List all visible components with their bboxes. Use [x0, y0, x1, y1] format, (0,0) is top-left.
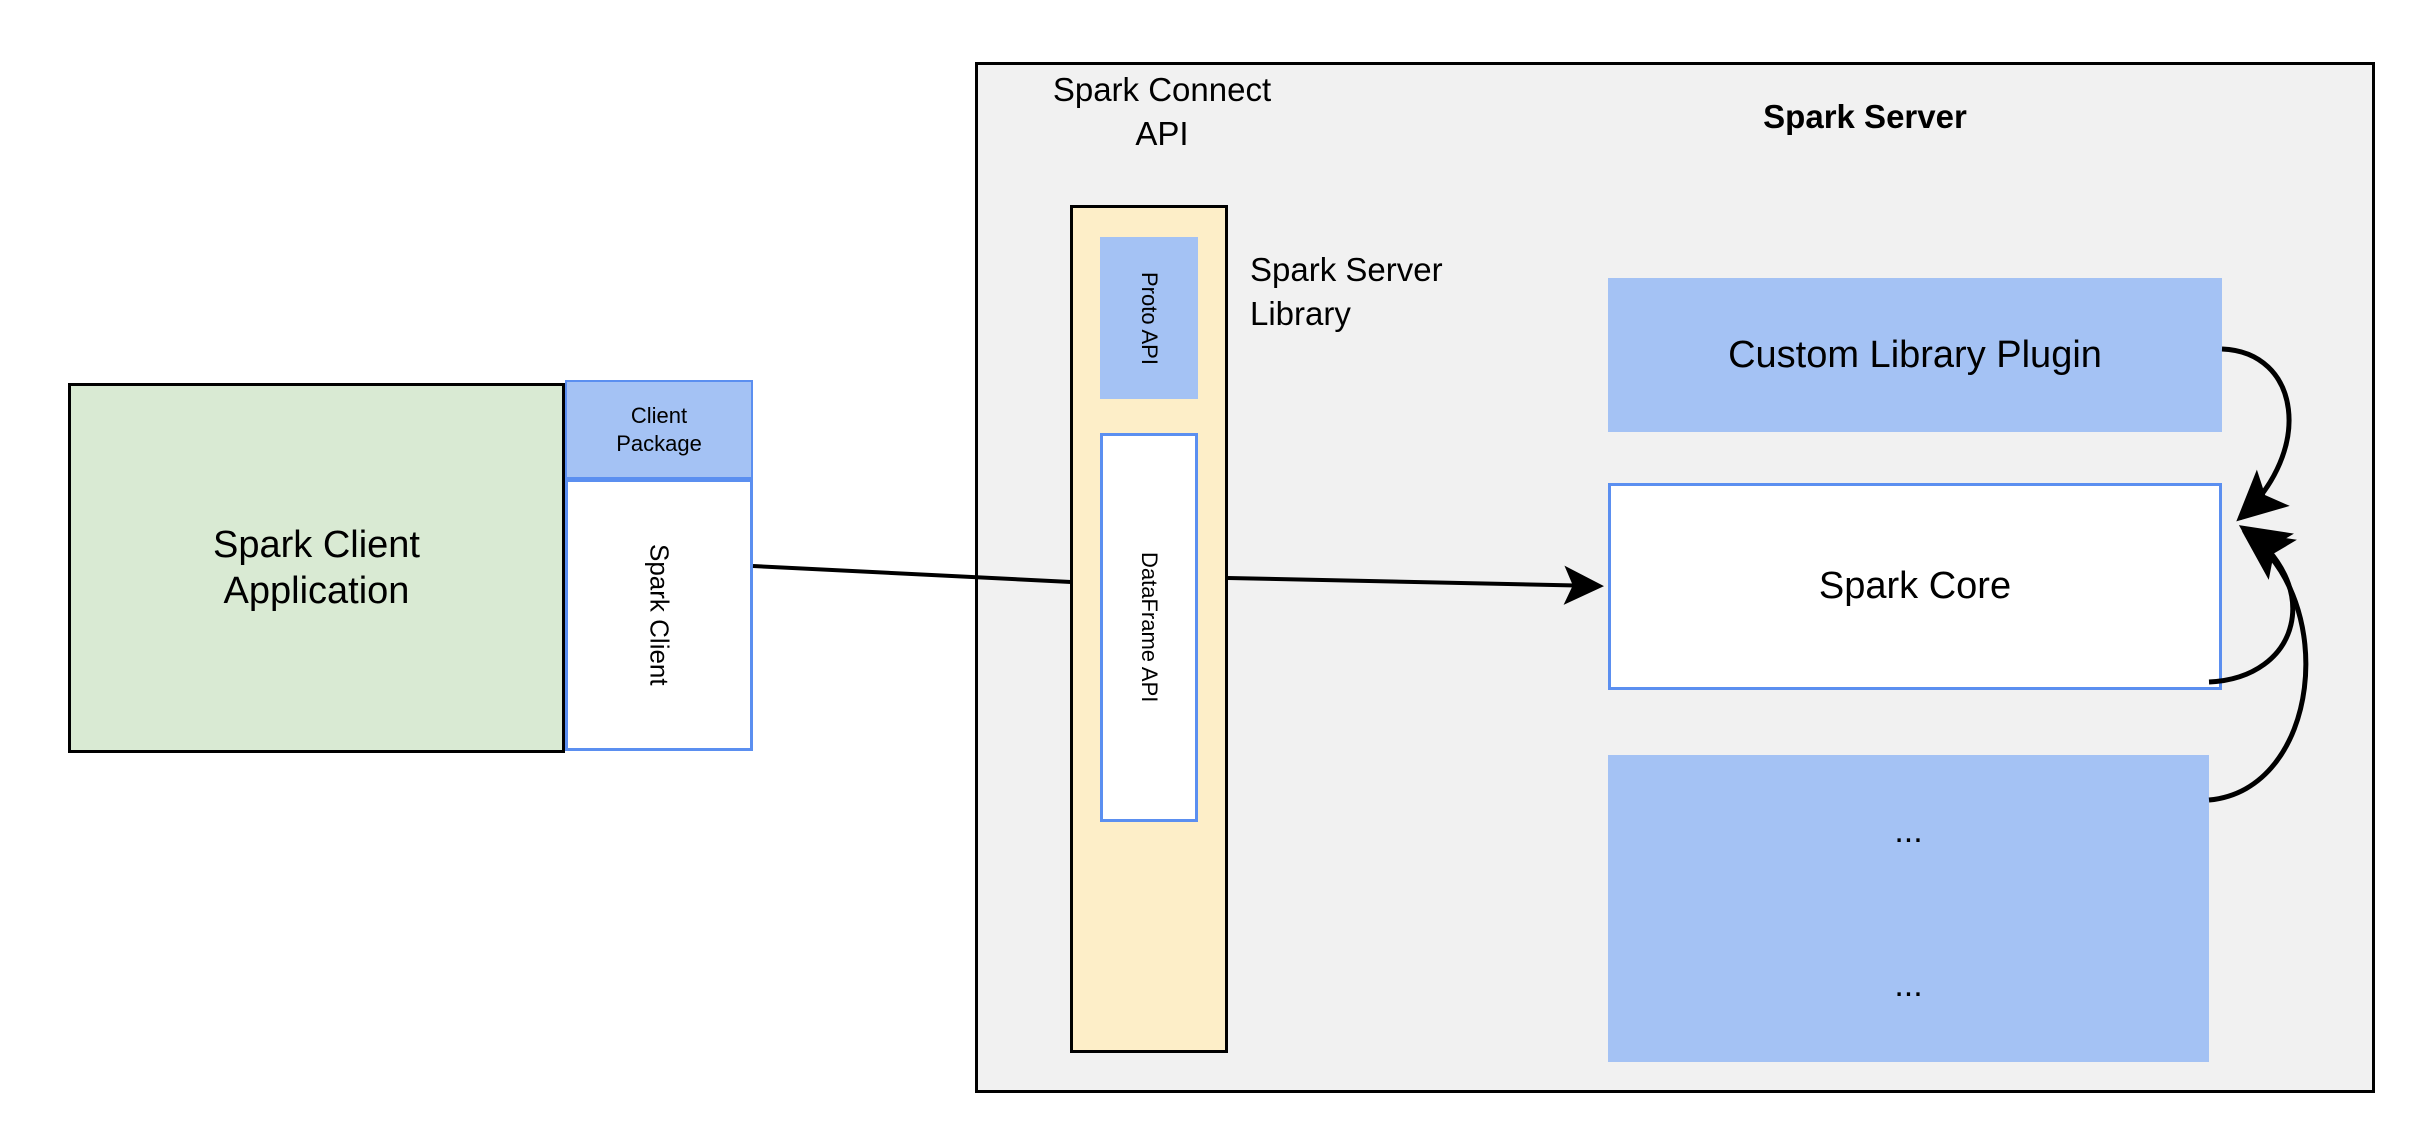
spark-server-title: Spark Server	[1763, 98, 1967, 135]
custom-library-plugin-label: Custom Library Plugin	[1728, 333, 2102, 376]
spark-server-library-label-line2: Library	[1250, 294, 1351, 332]
spark-connect-api-label: Spark Connect API	[1012, 68, 1312, 155]
dataframe-api-label: DataFrame API	[1137, 552, 1162, 703]
spark-client-application-label-line1: Spark Client	[213, 523, 420, 566]
client-package-label-line2: Package	[616, 430, 702, 456]
ellipsis-box-1-label: ...	[1894, 812, 1923, 850]
spark-core-box: Spark Core	[1608, 483, 2222, 690]
spark-client-box: Spark Client	[565, 479, 753, 751]
spark-server-library-label: Spark Server Library	[1250, 248, 1550, 335]
spark-client-application-box: Spark Client Application	[68, 383, 565, 753]
client-package-label-line1: Client	[630, 403, 688, 428]
ellipsis-box-1: ...	[1608, 755, 2209, 908]
proto-api-box: Proto API	[1100, 237, 1198, 399]
custom-library-plugin-box: Custom Library Plugin	[1608, 278, 2222, 432]
spark-core-label: Spark Core	[1818, 565, 2012, 607]
ellipsis-box-2: ...	[1608, 908, 2209, 1062]
spark-connect-api-label-line1: Spark Connect	[1052, 71, 1272, 108]
client-package-box: Client Package	[565, 380, 753, 479]
spark-client-label: Spark Client	[644, 544, 675, 686]
proto-api-label: Proto API	[1137, 271, 1162, 365]
dataframe-api-box: DataFrame API	[1100, 433, 1198, 822]
spark-server-library-label-line1: Spark Server	[1250, 251, 1443, 288]
spark-client-application-label-line2: Application	[223, 570, 410, 612]
ellipsis-box-2-label: ...	[1894, 965, 1923, 1004]
spark-connect-api-label-line2: API	[1135, 114, 1189, 152]
